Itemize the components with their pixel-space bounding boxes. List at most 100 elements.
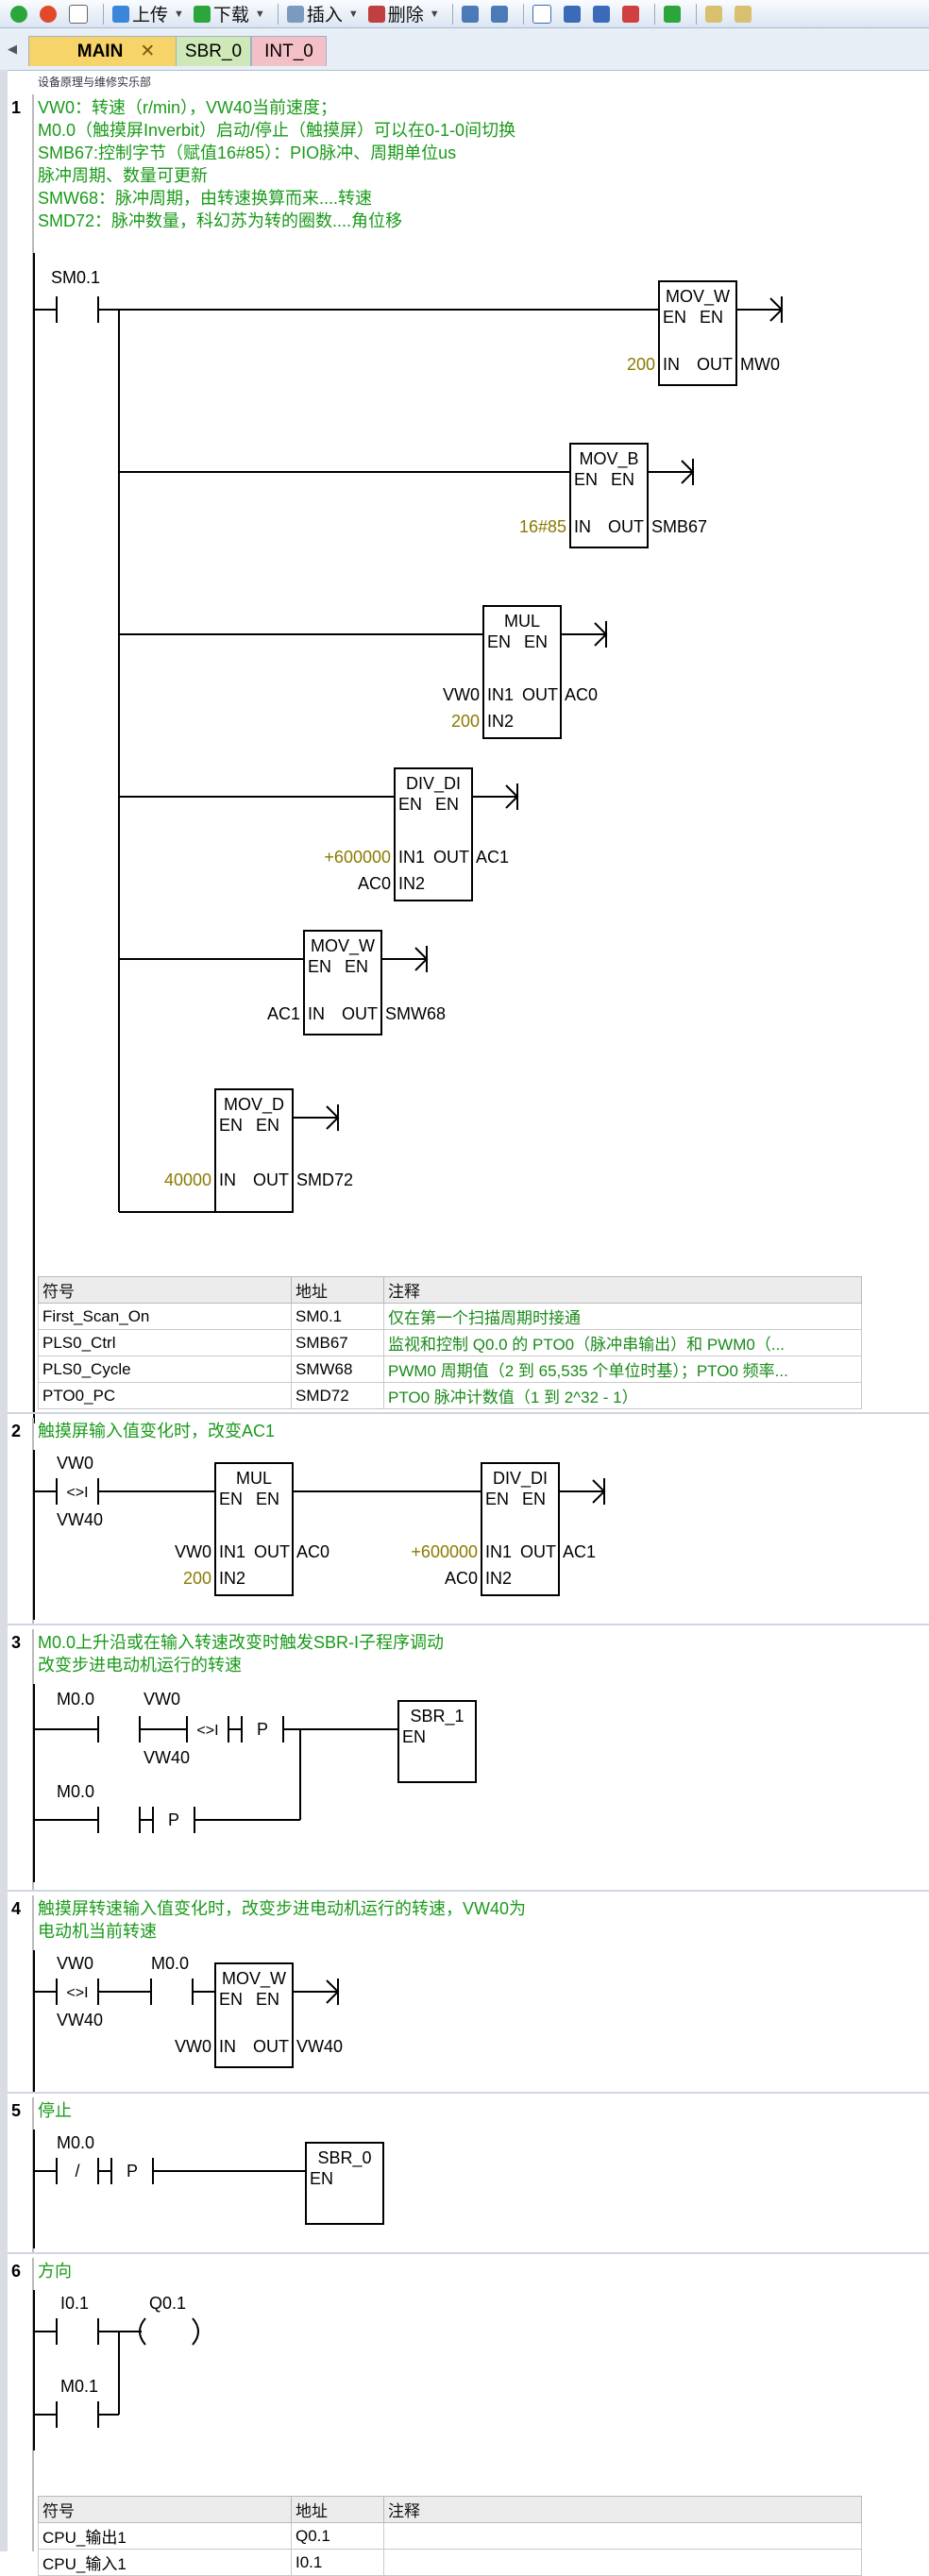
svg-text:DIV_DI: DIV_DI bbox=[406, 774, 461, 794]
tab-int0-label: INT_0 bbox=[264, 41, 313, 61]
contact-label: VW0 bbox=[57, 1454, 93, 1473]
input-operand: 200 bbox=[451, 712, 480, 731]
svg-text:EN: EN bbox=[398, 795, 422, 814]
network-delete-button[interactable] bbox=[488, 3, 514, 25]
compile-button[interactable] bbox=[66, 3, 93, 25]
mul-box[interactable]: MUL EN EN IN1 OUT IN2 VW0 200 AC0 bbox=[175, 1462, 329, 1596]
network-insert-button[interactable] bbox=[459, 3, 484, 25]
mov-w-box[interactable]: MOV_W EN EN IN OUT AC1 SMW68 bbox=[267, 930, 446, 1035]
stop-button[interactable] bbox=[37, 3, 62, 25]
network-2[interactable]: 2 触摸屏输入值变化时，改变AC1 VW0 <>I VW40 MUL EN EN… bbox=[8, 1416, 929, 1625]
run-button[interactable] bbox=[8, 3, 33, 25]
network-number: 6 bbox=[11, 2262, 22, 2281]
network-5[interactable]: 5 停止 M0.0 / P SBR_0 EN bbox=[8, 2096, 929, 2254]
div-di-box[interactable]: DIV_DI EN EN IN1 OUT IN2 +600000 AC0 AC1 bbox=[411, 1462, 606, 1596]
chevron-down-icon[interactable]: ▼ bbox=[347, 8, 359, 20]
mov-d-box[interactable]: MOV_D EN EN IN OUT 40000 SMD72 bbox=[164, 1088, 353, 1213]
svg-text:EN: EN bbox=[256, 1990, 279, 2009]
chevron-down-icon[interactable]: ▼ bbox=[174, 8, 184, 20]
toolbar-divider bbox=[277, 3, 279, 25]
network-divider bbox=[8, 2252, 929, 2254]
coil-button[interactable] bbox=[561, 3, 586, 25]
svg-text:OUT: OUT bbox=[342, 1004, 378, 1023]
svg-text:EN: EN bbox=[574, 470, 598, 489]
upload-arrow-icon bbox=[112, 5, 129, 23]
svg-text:EN: EN bbox=[663, 308, 686, 327]
tab-sbr0[interactable]: SBR_0 bbox=[176, 36, 251, 66]
unlock-icon bbox=[734, 5, 752, 23]
svg-text:IN: IN bbox=[663, 355, 680, 374]
stop-icon bbox=[40, 5, 57, 23]
download-button[interactable]: 下载 ▼ bbox=[191, 3, 268, 25]
delete-button[interactable]: 删除▼ bbox=[365, 3, 443, 25]
svg-text:OUT: OUT bbox=[520, 1542, 556, 1561]
tab-int0[interactable]: INT_0 bbox=[251, 36, 327, 66]
chevron-down-icon[interactable]: ▼ bbox=[254, 8, 265, 20]
sbr-0-call-box[interactable]: SBR_0 EN bbox=[305, 2142, 384, 2225]
network-number: 1 bbox=[11, 98, 22, 117]
mov-w-box[interactable]: MOV_W EN EN IN OUT VW0 VW40 bbox=[175, 1962, 343, 2068]
div-di-box[interactable]: DIV_DI EN EN IN1 OUT IN2 +600000 AC0 AC1 bbox=[324, 767, 519, 901]
goto-button[interactable] bbox=[661, 3, 686, 25]
sbr-1-call-box[interactable]: SBR_1 EN bbox=[397, 1700, 477, 1783]
table-row[interactable]: CPU_输入1 I0.1 bbox=[38, 2549, 862, 2576]
svg-text:EN: EN bbox=[345, 957, 368, 976]
output-operand: VW40 bbox=[296, 2037, 343, 2056]
table-row[interactable]: First_Scan_On SM0.1 仅在第一个扫描周期时接通 bbox=[38, 1303, 862, 1330]
network-divider bbox=[8, 2092, 929, 2094]
network-1[interactable]: 1 VW0：转速（r/min），VW40当前速度； M0.0（触摸屏Inverb… bbox=[8, 93, 929, 1423]
svg-text:MOV_W: MOV_W bbox=[311, 936, 375, 956]
ladder-network-6: I0.1 Q0.1 M0.1 bbox=[33, 2290, 199, 2450]
box-button[interactable] bbox=[590, 3, 616, 25]
close-icon[interactable]: ✕ bbox=[140, 42, 156, 61]
contact-label: VW40 bbox=[57, 1510, 103, 1529]
svg-text:IN1: IN1 bbox=[485, 1542, 512, 1561]
table-row[interactable]: PTO0_PC SMD72 PTO0 脉冲计数值（1 到 2^32 - 1） bbox=[38, 1382, 862, 1409]
address-cell: SMD72 bbox=[291, 1382, 384, 1409]
chevron-left-icon[interactable]: ◀ bbox=[8, 42, 17, 56]
svg-text:SBR_0: SBR_0 bbox=[317, 2148, 371, 2168]
mov-w-box[interactable]: MOV_W EN EN IN OUT 200 MW0 bbox=[627, 280, 784, 386]
download-label: 下载 bbox=[212, 6, 249, 25]
contact-button[interactable] bbox=[530, 3, 557, 25]
column-header: 符号 bbox=[38, 1276, 292, 1304]
compile-icon bbox=[69, 4, 88, 24]
tab-main[interactable]: MAIN ✕ bbox=[28, 36, 179, 66]
table-row[interactable]: PLS0_Ctrl SMB67 监视和控制 Q0.0 的 PTO0（脉冲串输出）… bbox=[38, 1329, 862, 1356]
branch-icon bbox=[621, 5, 639, 23]
table-row[interactable]: PLS0_Cycle SMW68 PWM0 周期值（2 到 65,535 个单位… bbox=[38, 1355, 862, 1383]
network-divider bbox=[8, 1890, 929, 1892]
svg-text:IN: IN bbox=[574, 517, 591, 536]
network-comment-line: 触摸屏输入值变化时，改变AC1 bbox=[38, 1422, 276, 1440]
address-cell: I0.1 bbox=[291, 2549, 384, 2576]
table-row[interactable]: CPU_输出1 Q0.1 bbox=[38, 2522, 862, 2550]
insert-button[interactable]: 插入▼ bbox=[284, 3, 362, 25]
mov-b-box[interactable]: MOV_B EN EN IN OUT 16#85 SMB67 bbox=[519, 443, 707, 548]
svg-text:IN2: IN2 bbox=[487, 712, 514, 731]
unlock-button[interactable] bbox=[732, 3, 757, 25]
network-4[interactable]: 4 触摸屏转速输入值变化时，改变步进电动机运行的转速，VW40为 电动机当前转速… bbox=[8, 1894, 929, 2094]
svg-text:EN: EN bbox=[611, 470, 634, 489]
upload-button[interactable]: 上传▼ bbox=[110, 3, 187, 25]
mul-box[interactable]: MUL EN EN IN1 OUT IN2 VW0 200 AC0 bbox=[443, 605, 608, 739]
delete-icon bbox=[367, 5, 385, 23]
network-comment-line: SMD72：脉冲数量，科幻苏为转的圈数....角位移 bbox=[38, 211, 403, 230]
input-operand: VW0 bbox=[175, 2037, 211, 2056]
network-3[interactable]: 3 M0.0上升沿或在输入转速改变时触发SBR-I子程序调动 改变步进电动机运行… bbox=[8, 1627, 929, 1892]
lock-button[interactable] bbox=[702, 3, 728, 25]
column-header: 地址 bbox=[291, 2496, 384, 2523]
run-icon bbox=[10, 5, 27, 23]
chevron-down-icon[interactable]: ▼ bbox=[429, 8, 440, 20]
ladder-network-5: M0.0 / P SBR_0 EN bbox=[33, 2130, 384, 2248]
input-operand: AC0 bbox=[445, 1569, 478, 1588]
address-cell: SMB67 bbox=[291, 1329, 384, 1356]
toolbar-divider bbox=[103, 3, 104, 25]
svg-text:IN: IN bbox=[219, 2037, 236, 2056]
symbol-cell: PLS0_Cycle bbox=[38, 1355, 292, 1383]
network-6[interactable]: 6 方向 I0.1 Q0.1 M0.1 符号 地址 注释 CPU_输出1 Q0.… bbox=[8, 2256, 929, 2576]
svg-text:OUT: OUT bbox=[254, 1542, 290, 1561]
svg-text:IN2: IN2 bbox=[219, 1569, 245, 1588]
branch-button[interactable] bbox=[619, 3, 645, 25]
symbol-cell: First_Scan_On bbox=[38, 1303, 292, 1330]
svg-text:P: P bbox=[127, 2162, 138, 2180]
